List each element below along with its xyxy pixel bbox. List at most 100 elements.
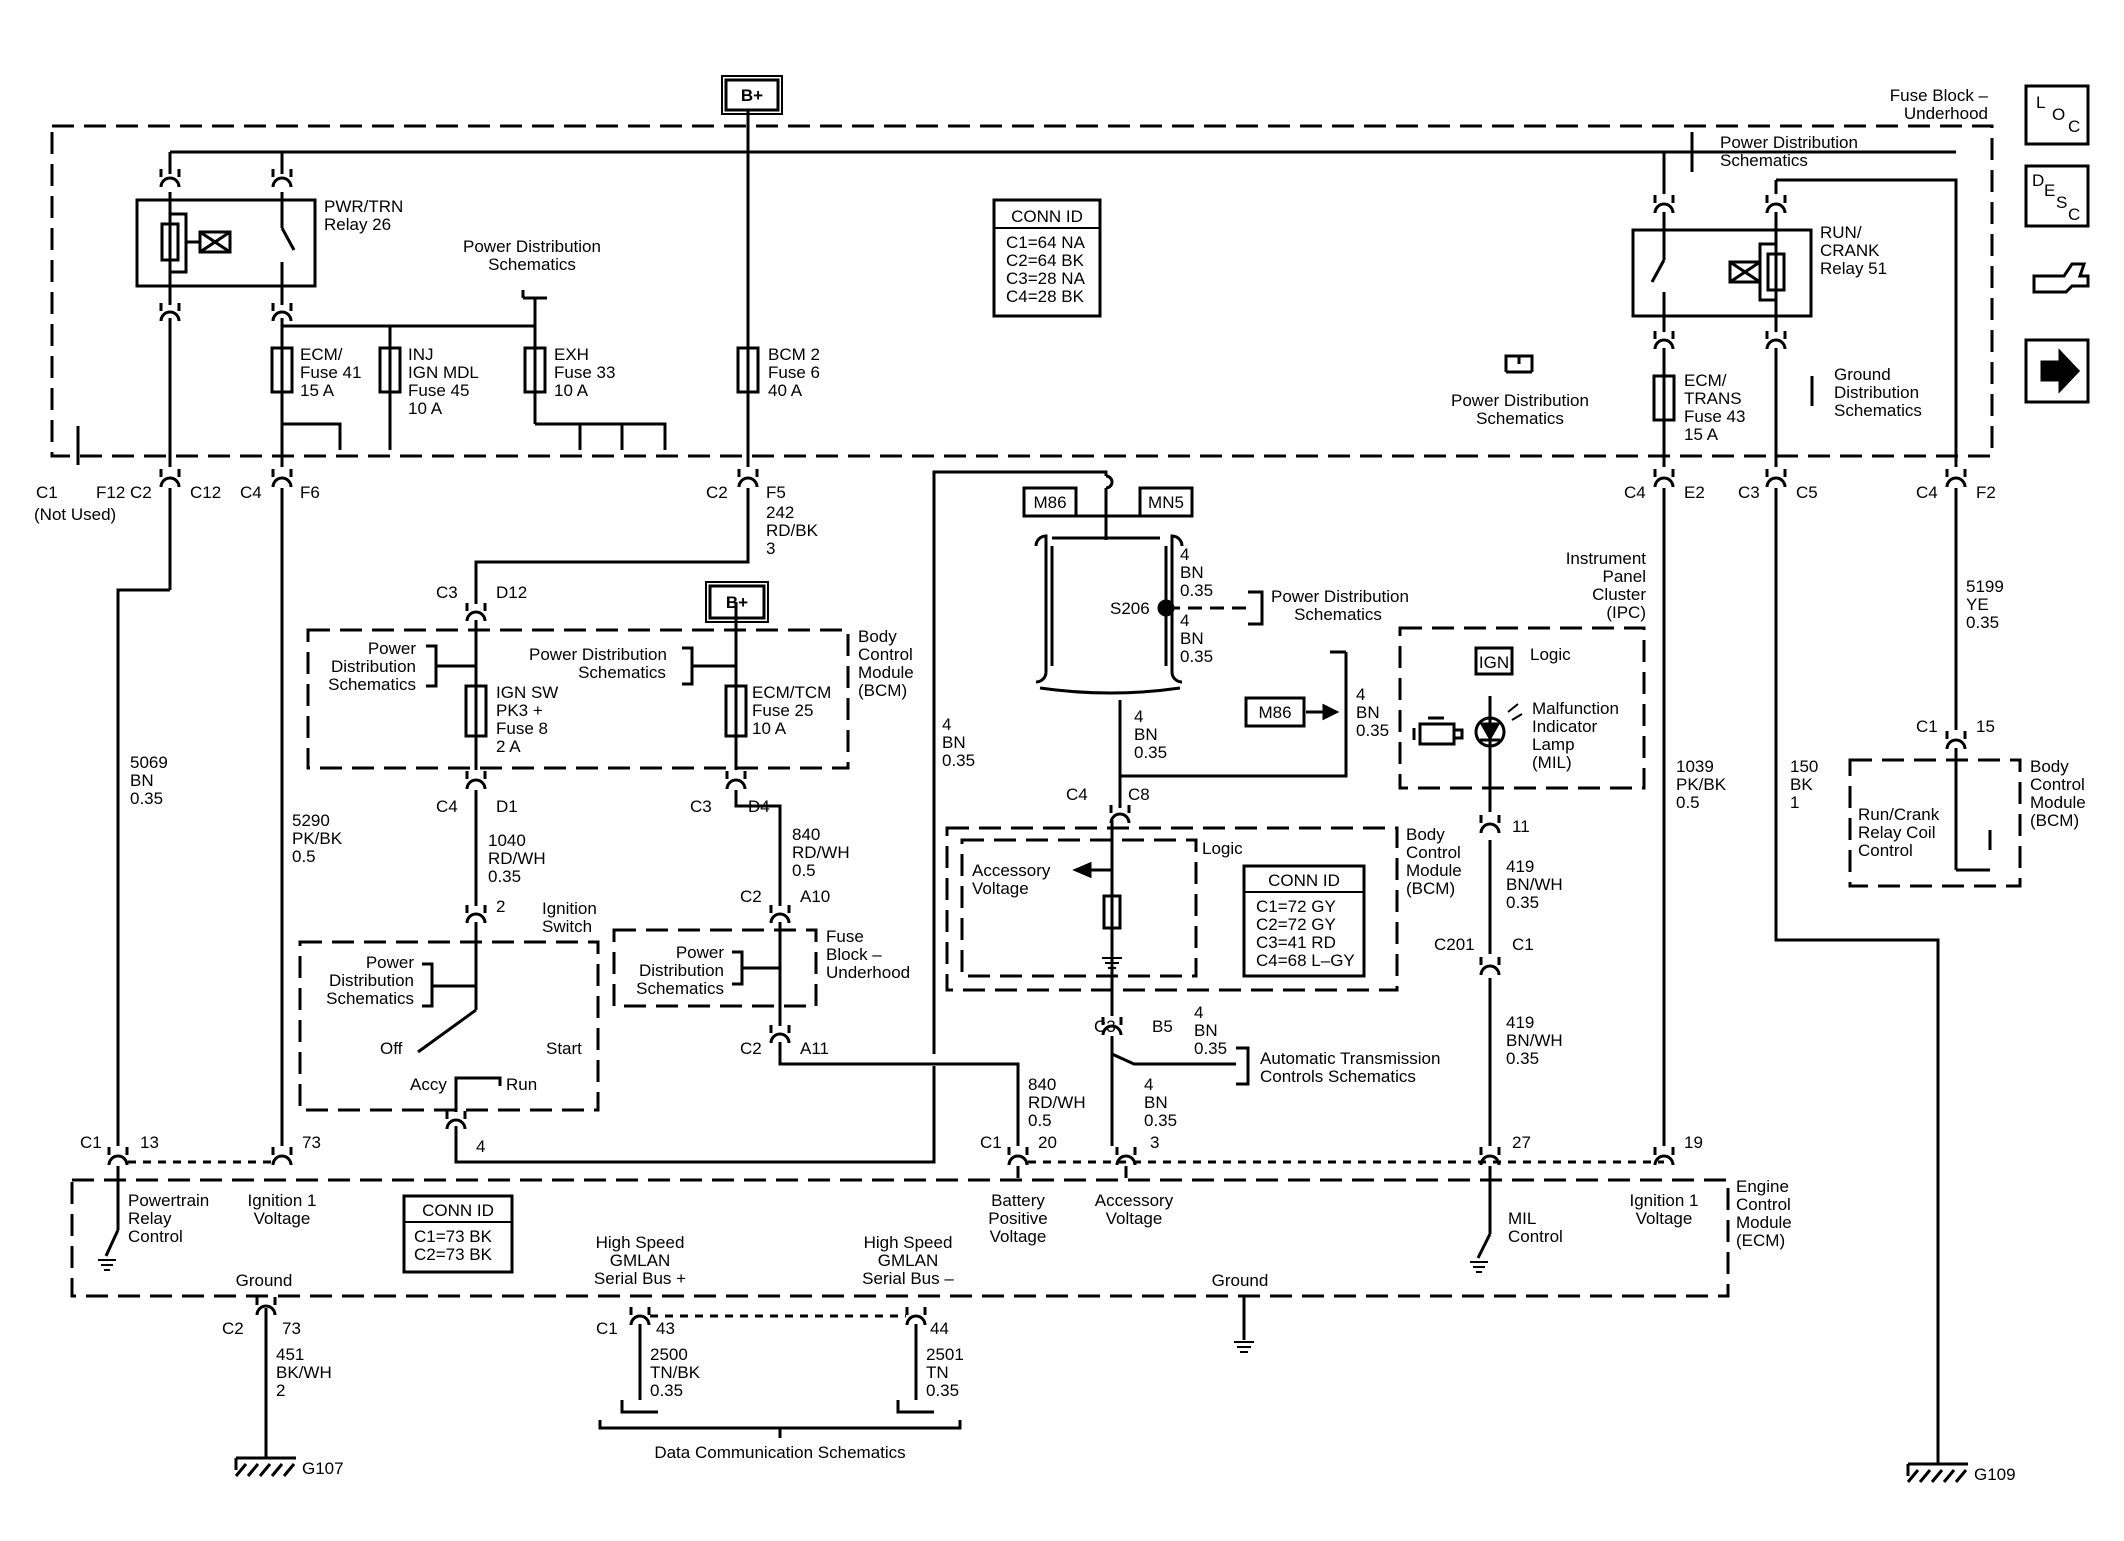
fuse-ecm41-2: Fuse 41 <box>300 363 361 382</box>
wire-419-color: BN/WH <box>1506 875 1563 894</box>
ipc-label-4: (IPC) <box>1606 603 1646 622</box>
ref-power-distribution-2[interactable]: Schematics <box>1294 605 1382 624</box>
ecm-pin-label-2: Voltage <box>254 1209 311 1228</box>
ref-data-communication[interactable]: Data Communication Schematics <box>654 1443 905 1462</box>
connector-c5: C5 <box>1796 483 1818 502</box>
connector-d1: D1 <box>496 797 518 816</box>
wire-2501: 2501 <box>926 1345 964 1364</box>
ref-power-distribution-3[interactable]: Schematics <box>326 989 414 1008</box>
ref-power-distribution-2[interactable]: Schematics <box>1476 409 1564 428</box>
fuse-block-label-3: Underhood <box>826 963 910 982</box>
ref-power-distribution[interactable]: Power Distribution <box>529 645 667 664</box>
wire-242-size: 3 <box>766 539 775 558</box>
wire-4bn-color: BN <box>942 733 966 752</box>
connector-c2: C2 <box>706 483 728 502</box>
connector-c3: C3 <box>436 583 458 602</box>
ref-power-distribution-2[interactable]: Distribution <box>331 657 416 676</box>
fuse-bcm6-3: 40 A <box>768 381 803 400</box>
mil-label-3: Lamp <box>1532 735 1575 754</box>
switch-start: Start <box>546 1039 582 1058</box>
fuse-ecmtrans43-3: Fuse 43 <box>1684 407 1745 426</box>
ecm-pin-label: Accessory <box>1095 1191 1174 1210</box>
ignition-switch-label-2: Switch <box>542 917 592 936</box>
bcm-label: Body <box>2030 757 2069 776</box>
ref-power-distribution-2[interactable]: Schematics <box>488 255 576 274</box>
ipc-pin-11: 11 <box>1512 817 1530 836</box>
fuse-ecm41-3: 15 A <box>300 381 335 400</box>
loc-c: C <box>2068 117 2080 136</box>
ref-power-distribution-2[interactable]: Schematics <box>578 663 666 682</box>
switch-accy: Accy <box>410 1075 447 1094</box>
wire-4bn: 4 <box>1356 685 1365 704</box>
connector-e2: E2 <box>1684 483 1705 502</box>
switch-off: Off <box>380 1039 403 1058</box>
ecm-pin-label: High Speed <box>864 1233 953 1252</box>
fuse-exh33-2: Fuse 33 <box>554 363 615 382</box>
tag-mn5: MN5 <box>1148 493 1184 512</box>
bcm-label: Body <box>1406 825 1445 844</box>
ecm-label-3: Module <box>1736 1213 1792 1232</box>
connector-3: 3 <box>1150 1133 1159 1152</box>
desc-icon[interactable] <box>2024 164 2090 228</box>
ipc-box <box>1398 626 1646 790</box>
connector-icon[interactable] <box>2026 246 2090 308</box>
wire-4bn-size: 0.35 <box>1134 743 1167 762</box>
ecm-pin-label-3: Control <box>128 1227 183 1246</box>
ref-ground-distribution-2[interactable]: Distribution <box>1834 383 1919 402</box>
wire-4bn-color: BN <box>1144 1093 1168 1112</box>
ref-power-distribution[interactable]: Power <box>676 943 725 962</box>
ref-power-distribution[interactable]: Power Distribution <box>1271 587 1409 606</box>
ref-power-distribution[interactable]: Power <box>368 639 417 658</box>
desc-e: E <box>2044 181 2055 200</box>
fuse-block-label-2: Block – <box>826 945 882 964</box>
wire-451-size: 2 <box>276 1381 285 1400</box>
ref-power-distribution-2[interactable]: Distribution <box>329 971 414 990</box>
run-crank-relay-label-3: Relay 51 <box>1820 259 1887 278</box>
arrow-right-icon[interactable] <box>2024 338 2090 404</box>
ref-power-distribution[interactable]: Power Distribution <box>1451 391 1589 410</box>
desc-s: S <box>2056 193 2067 212</box>
ref-automatic-transmission[interactable]: Automatic Transmission <box>1260 1049 1440 1068</box>
ref-power-distribution[interactable]: Power Distribution <box>1720 133 1858 152</box>
fuse-inj45: INJ <box>408 345 434 364</box>
ref-power-distribution-3[interactable]: Schematics <box>328 675 416 694</box>
fuse-block-label: Fuse <box>826 927 864 946</box>
ref-power-distribution-2[interactable]: Distribution <box>639 961 724 980</box>
wire-2500: 2500 <box>650 1345 688 1364</box>
connector-f6: F6 <box>300 483 320 502</box>
ignition-switch-box <box>298 940 600 1112</box>
connector-c2: C2 <box>740 887 762 906</box>
conn-id-title: CONN ID <box>1011 207 1083 226</box>
ref-power-distribution[interactable]: Power <box>366 953 415 972</box>
ref-ground-distribution[interactable]: Ground <box>1834 365 1891 384</box>
wire-5199: 5199 <box>1966 577 2004 596</box>
bcm-label-3: Module <box>858 663 914 682</box>
loc-icon[interactable] <box>2024 84 2090 146</box>
connector-a11: A11 <box>800 1039 829 1058</box>
wire-2500-size: 0.35 <box>650 1381 683 1400</box>
connector-c3: C3 <box>1738 483 1760 502</box>
ref-power-distribution-2[interactable]: Schematics <box>1720 151 1808 170</box>
wire-1039: 1039 <box>1676 757 1714 776</box>
wire-5290: 5290 <box>292 811 330 830</box>
fuse-block-underhood-box-2 <box>612 928 818 1008</box>
loc-o: O <box>2052 105 2065 124</box>
connector-d4: D4 <box>748 797 770 816</box>
desc-c: C <box>2068 205 2080 224</box>
wire-5199-size: 0.35 <box>1966 613 1999 632</box>
ecm-pin-label-2: Voltage <box>1636 1209 1693 1228</box>
fuse-bcm6-2: Fuse 6 <box>768 363 820 382</box>
ref-power-distribution[interactable]: Power Distribution <box>463 237 601 256</box>
connector-20: 20 <box>1038 1133 1057 1152</box>
wire-4bn-color: BN <box>1194 1021 1218 1040</box>
ref-ground-distribution-3[interactable]: Schematics <box>1834 401 1922 420</box>
wire-5069-size: 0.35 <box>130 789 163 808</box>
ref-power-distribution-3[interactable]: Schematics <box>636 979 724 998</box>
connector-15: 15 <box>1976 717 1995 736</box>
bplus-mid-box <box>708 584 766 620</box>
ecm-pin-label-2: Voltage <box>1106 1209 1163 1228</box>
ref-automatic-transmission-2[interactable]: Controls Schematics <box>1260 1067 1416 1086</box>
bcm-logic-box <box>960 838 1198 978</box>
bcm-label-4: (BCM) <box>2030 811 2079 830</box>
ignition-switch-label: Ignition <box>542 899 597 918</box>
